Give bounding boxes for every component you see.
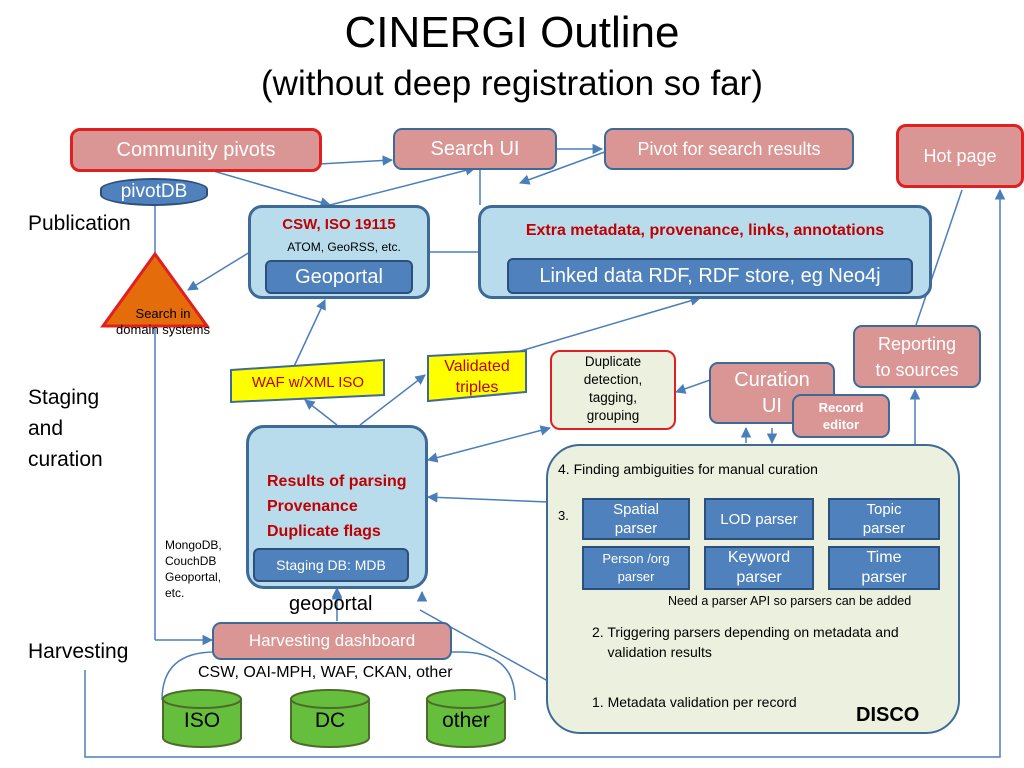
pivot-search-results-box: Pivot for search results bbox=[604, 128, 854, 170]
disco-step4: 4. Finding ambiguities for manual curati… bbox=[558, 461, 818, 477]
linked-data-box: Linked data RDF, RDF store, eg Neo4j bbox=[507, 258, 913, 294]
csw-iso-box: CSW, ISO 19115 ATOM, GeoRSS, etc. Geopor… bbox=[248, 205, 430, 299]
source-iso: ISO bbox=[183, 709, 221, 732]
pivotdb-cylinder: pivotDB bbox=[100, 178, 208, 206]
results-line-provenance: Provenance bbox=[267, 498, 358, 515]
csw-subtitle: ATOM, GeoRSS, etc. bbox=[287, 240, 401, 254]
staging-results-box: Results of parsing Provenance Duplicate … bbox=[246, 425, 428, 589]
label-staging: Staging and curation bbox=[28, 386, 103, 471]
validated-triples-label: Validated triples bbox=[444, 358, 510, 396]
staging-db-box: Staging DB: MDB bbox=[253, 548, 409, 582]
geoportal-box: Geoportal bbox=[265, 260, 413, 294]
source-dc: DC bbox=[314, 709, 346, 732]
diagram-subtitle: (without deep registration so far) bbox=[261, 64, 763, 103]
harvesting-dashboard-box: Harvesting dashboard bbox=[212, 622, 452, 660]
lod-parser-box: LOD parser bbox=[704, 498, 814, 540]
record-editor-button[interactable]: Record editor bbox=[792, 394, 890, 438]
waf-label: WAF w/XML ISO bbox=[251, 374, 365, 391]
community-pivots-box: Community pivots bbox=[70, 128, 322, 172]
extra-metadata-title: Extra metadata, provenance, links, annot… bbox=[525, 222, 885, 239]
results-line-duplicate: Duplicate flags bbox=[267, 523, 381, 540]
spatial-parser-box: Spatial parser bbox=[582, 498, 690, 540]
disco-step2: 2. Triggering parsers depending on metad… bbox=[592, 624, 899, 660]
harvest-protocols: CSW, OAI-MPH, WAF, CKAN, other bbox=[198, 664, 453, 681]
label-publication: Publication bbox=[28, 212, 131, 235]
disco-box: 4. Finding ambiguities for manual curati… bbox=[546, 444, 960, 734]
source-other: other bbox=[442, 709, 490, 732]
topic-parser-box: Topic parser bbox=[828, 498, 940, 540]
csw-title: CSW, ISO 19115 bbox=[282, 216, 396, 233]
search-ui-box: Search UI bbox=[393, 128, 557, 170]
diagram-title: CINERGI Outline bbox=[344, 8, 680, 57]
duplicate-detection-box: Duplicate detection, tagging, grouping bbox=[550, 350, 676, 430]
person-org-parser-box: Person /org parser bbox=[582, 546, 690, 590]
reporting-sources-box: Reporting to sources bbox=[853, 325, 981, 388]
disco-step1: 1. Metadata validation per record bbox=[592, 694, 797, 710]
results-line-parsing: Results of parsing bbox=[267, 473, 407, 490]
search-domain-label: Search in domain systems bbox=[116, 306, 210, 337]
extra-metadata-box: Extra metadata, provenance, links, annot… bbox=[478, 205, 932, 299]
time-parser-box: Time parser bbox=[828, 546, 940, 590]
geoportal-label: geoportal bbox=[289, 593, 373, 615]
label-harvesting: Harvesting bbox=[28, 640, 129, 663]
parser-api-note: Need a parser API so parsers can be adde… bbox=[668, 594, 912, 608]
disco-step3: 3. bbox=[558, 508, 569, 523]
disco-label: DISCO bbox=[856, 704, 920, 726]
keyword-parser-box: Keyword parser bbox=[704, 546, 814, 590]
db-options-note: MongoDB, CouchDB Geoportal, etc. bbox=[165, 538, 222, 600]
hot-page-box: Hot page bbox=[896, 124, 1024, 188]
